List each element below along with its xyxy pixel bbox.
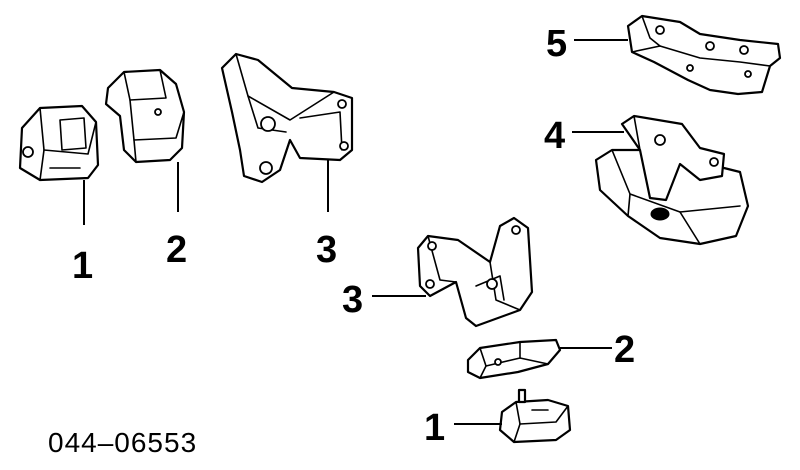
callout-3-left: 3 xyxy=(316,229,337,271)
callout-1-left: 1 xyxy=(72,245,93,287)
part-1-right-insulator xyxy=(498,388,572,444)
part-3-middle-bracket xyxy=(416,216,534,328)
part-1-left-insulator xyxy=(18,104,100,182)
part-3-left-bracket xyxy=(220,52,354,184)
part-2-right-cushion xyxy=(466,338,562,380)
callout-2-right: 2 xyxy=(614,329,635,371)
callout-1-right: 1 xyxy=(424,407,445,449)
callout-3-middle: 3 xyxy=(342,279,363,321)
callout-2-left: 2 xyxy=(166,229,187,271)
part-4-insulator-with-bracket xyxy=(594,114,750,246)
callout-4: 4 xyxy=(544,115,565,157)
diagram-code: 044–06553 xyxy=(48,427,197,458)
part-2-left-cushion xyxy=(104,68,186,164)
part-5-upper-plate xyxy=(626,14,782,96)
callout-5: 5 xyxy=(546,23,567,65)
